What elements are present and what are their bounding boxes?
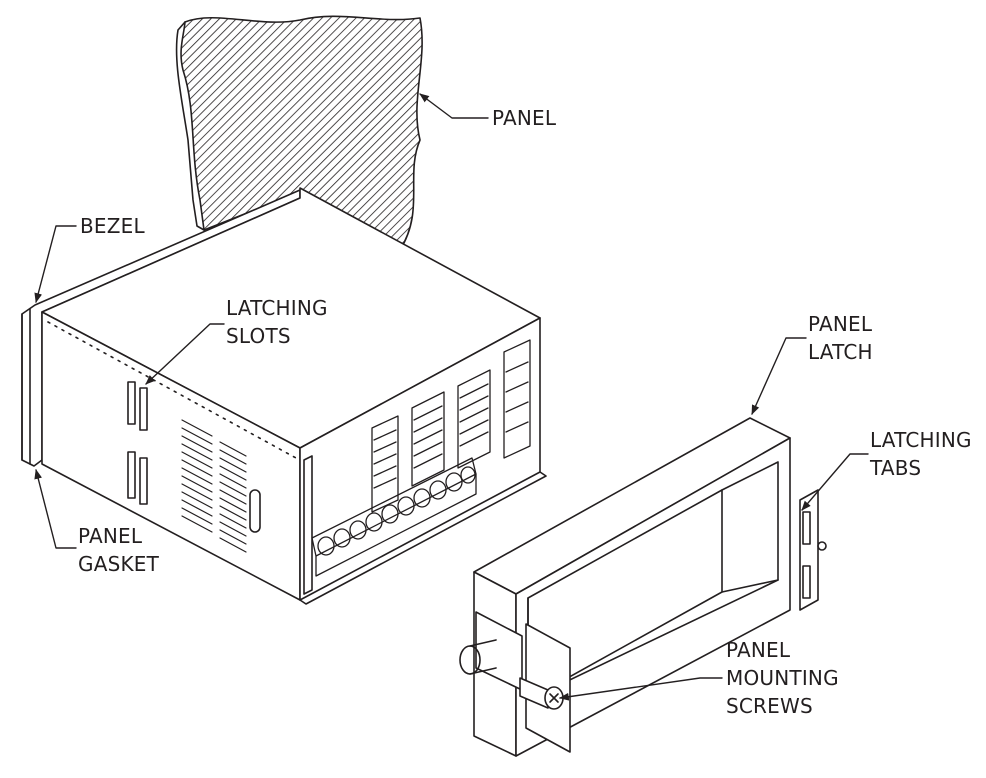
callout-panel-latch-line-1: PANEL [808,312,873,336]
callout-latching-tabs-line-1: LATCHING [870,428,972,452]
latching-tabs [799,489,827,611]
callout-panel-mounting-screws-line-2: MOUNTING [726,666,839,690]
callout-panel-latch: PANEL LATCH [808,310,873,366]
leader-lines [34,93,869,701]
callout-panel-latch-line-2: LATCH [808,340,873,364]
panel-mounting-screw [519,677,564,710]
callout-panel-mounting-screws-line-1: PANEL [726,638,791,662]
panel-latch [459,417,827,757]
callout-panel-mounting-screws: PANEL MOUNTING SCREWS [726,636,839,720]
callout-panel-mounting-screws-line-3: SCREWS [726,694,813,718]
callout-panel: PANEL [492,104,556,132]
callout-panel-gasket: PANEL GASKET [78,522,159,578]
callout-panel-gasket-line-2: GASKET [78,552,160,576]
rear-connector-blocks [371,339,531,513]
callout-latching-tabs-line-2: TABS [870,456,922,480]
ventilation-slots [181,419,247,553]
callout-latching-slots: LATCHING SLOTS [226,294,328,350]
callout-latching-slots-line-2: SLOTS [226,324,291,348]
latching-slot-group-upper [127,381,148,431]
meter-housing [21,187,547,605]
callout-latching-slots-line-1: LATCHING [226,296,328,320]
callout-bezel-line-1: BEZEL [80,214,145,238]
latching-slot-group-lower [127,451,148,505]
callout-bezel: BEZEL [80,212,145,240]
panel-wall [175,15,423,253]
terminal-strip [311,457,477,577]
callout-panel-line-1: PANEL [492,106,557,130]
callout-panel-gasket-line-1: PANEL [78,524,143,548]
callout-latching-tabs: LATCHING TABS [870,426,972,482]
